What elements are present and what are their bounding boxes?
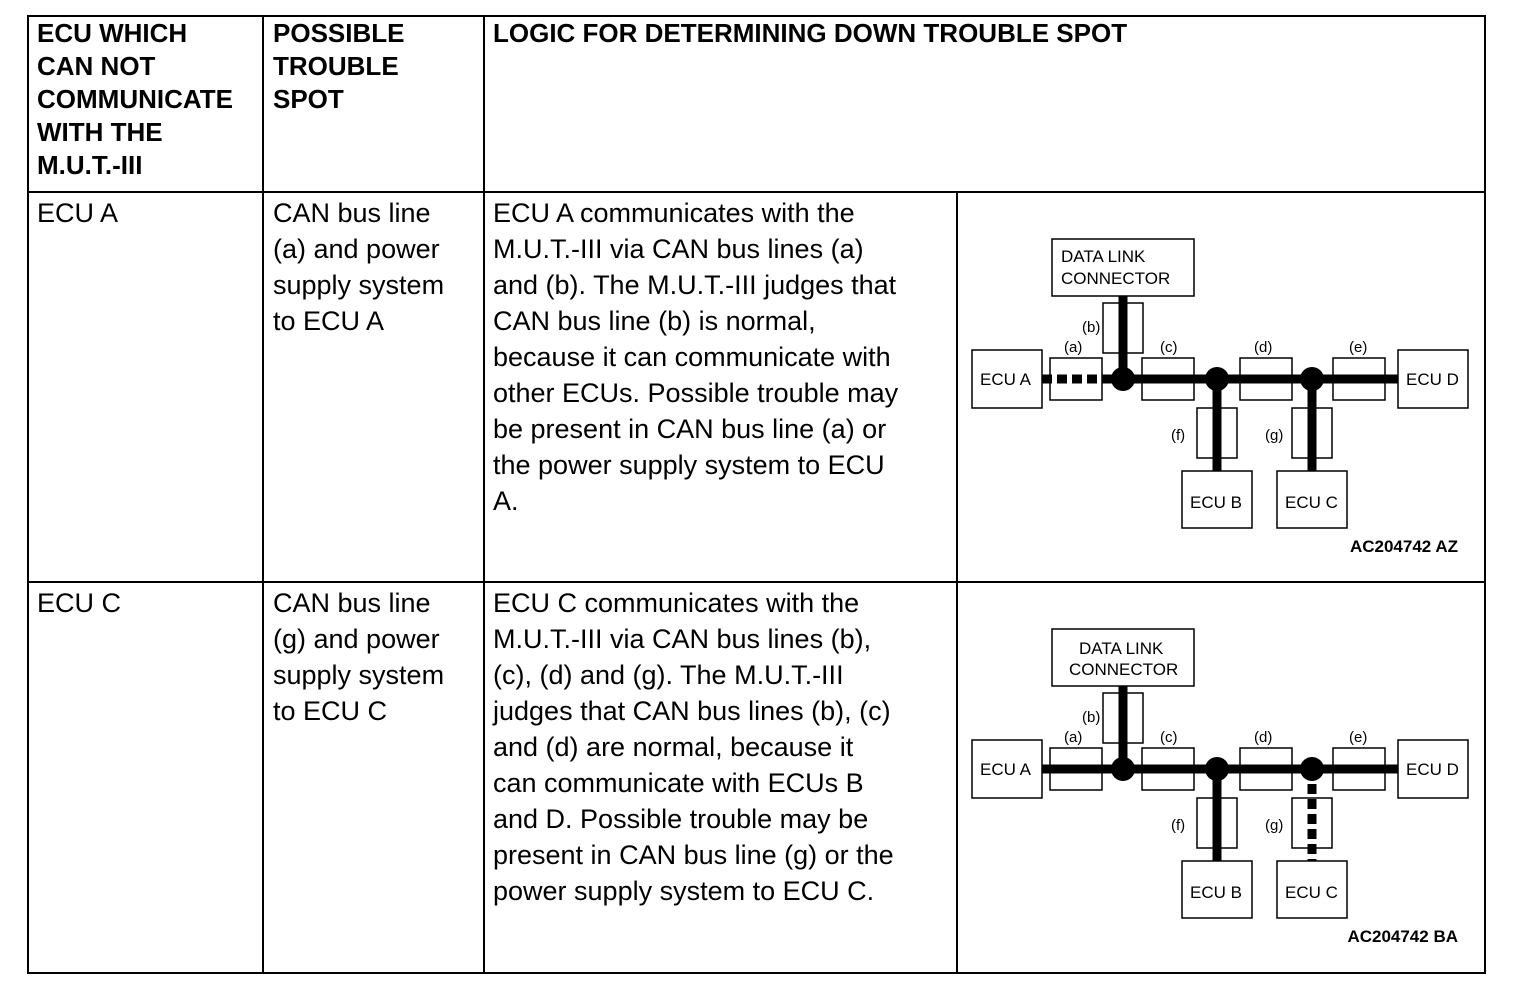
col-divider-3 xyxy=(956,191,958,974)
header-divider xyxy=(27,191,1486,193)
can-bus-diagram-1: DATA LINK CONNECTOR ECU A ECU D ECU B EC… xyxy=(971,238,1469,556)
header-ecu: ECU WHICH CAN NOT COMMUNICATE WITH THE M… xyxy=(37,18,233,180)
ecu-d-box xyxy=(1397,739,1469,799)
row-divider xyxy=(27,581,1486,583)
junction-2 xyxy=(1205,757,1229,781)
connector-label-line2: CONNECTOR xyxy=(1061,269,1170,288)
row-2-trouble-spot: CAN bus line (g) and power supply system… xyxy=(273,588,445,726)
junction-3 xyxy=(1300,367,1324,391)
segment-box-e xyxy=(1332,747,1386,791)
segment-box-a xyxy=(1049,747,1103,791)
junction-1 xyxy=(1111,757,1135,781)
segment-box-g xyxy=(1291,407,1333,459)
ecu-c-label: ECU C xyxy=(1285,493,1338,512)
connector-label-line1: DATA LINK xyxy=(1061,247,1146,266)
row-1-logic: ECU A communicates with the M.U.T.-III v… xyxy=(493,198,899,516)
label-d: (d) xyxy=(1254,729,1272,746)
segment-box-d xyxy=(1239,747,1293,791)
label-g: (g) xyxy=(1265,817,1283,834)
ecu-d-label: ECU D xyxy=(1406,370,1459,389)
label-a: (a) xyxy=(1064,339,1082,356)
figure-code: AC204742 AZ xyxy=(1350,537,1458,556)
segment-box-e xyxy=(1332,357,1386,401)
ecu-b-box xyxy=(1181,860,1253,919)
junction-3 xyxy=(1300,757,1324,781)
label-b: (b) xyxy=(1082,319,1100,336)
segment-box-c xyxy=(1141,747,1195,791)
ecu-d-label: ECU D xyxy=(1406,760,1459,779)
connector-label-line2: CONNECTOR xyxy=(1069,660,1178,679)
ecu-c-label: ECU C xyxy=(1285,883,1338,902)
label-d: (d) xyxy=(1254,339,1272,356)
segment-box-a xyxy=(1049,357,1103,401)
trouble-table xyxy=(27,15,1486,974)
row-1-trouble-spot: CAN bus line (a) and power supply system… xyxy=(273,198,445,336)
col-divider-2 xyxy=(483,15,485,974)
ecu-a-label: ECU A xyxy=(980,370,1032,389)
col-divider-1 xyxy=(262,15,264,974)
label-c: (c) xyxy=(1160,729,1178,746)
ecu-b-label: ECU B xyxy=(1190,493,1242,512)
ecu-b-box xyxy=(1181,470,1253,529)
ecu-b-label: ECU B xyxy=(1190,883,1242,902)
label-a: (a) xyxy=(1064,729,1082,746)
can-bus-diagram-2: DATA LINK CONNECTOR ECU A ECU D ECU B EC… xyxy=(971,628,1469,946)
segment-box-c xyxy=(1141,357,1195,401)
label-f: (f) xyxy=(1171,427,1185,444)
row-2-logic: ECU C communicates with the M.U.T.-III v… xyxy=(493,588,894,906)
ecu-a-box xyxy=(971,349,1043,409)
segment-box-f xyxy=(1196,407,1238,459)
label-f: (f) xyxy=(1171,817,1185,834)
label-c: (c) xyxy=(1160,339,1178,356)
header-logic: LOGIC FOR DETERMINING DOWN TROUBLE SPOT xyxy=(493,18,1128,48)
label-e: (e) xyxy=(1349,339,1367,356)
segment-box-b xyxy=(1102,302,1144,354)
junction-2 xyxy=(1205,367,1229,391)
row-1-ecu: ECU A xyxy=(37,198,119,228)
ecu-a-label: ECU A xyxy=(980,760,1032,779)
junction-1 xyxy=(1111,367,1135,391)
row-2-ecu: ECU C xyxy=(37,588,122,618)
label-g: (g) xyxy=(1265,427,1283,444)
ecu-a-box xyxy=(971,739,1043,799)
ecu-d-box xyxy=(1397,349,1469,409)
segment-box-f xyxy=(1196,797,1238,849)
segment-box-b xyxy=(1102,692,1144,744)
segment-box-g xyxy=(1291,797,1333,849)
figure-code: AC204742 BA xyxy=(1347,927,1458,946)
label-e: (e) xyxy=(1349,729,1367,746)
segment-box-d xyxy=(1239,357,1293,401)
ecu-c-box xyxy=(1276,470,1348,529)
ecu-c-box xyxy=(1276,860,1348,919)
label-b: (b) xyxy=(1082,709,1100,726)
connector-label-line1: DATA LINK xyxy=(1079,639,1164,658)
header-trouble-spot: POSSIBLE TROUBLE SPOT xyxy=(273,18,405,114)
